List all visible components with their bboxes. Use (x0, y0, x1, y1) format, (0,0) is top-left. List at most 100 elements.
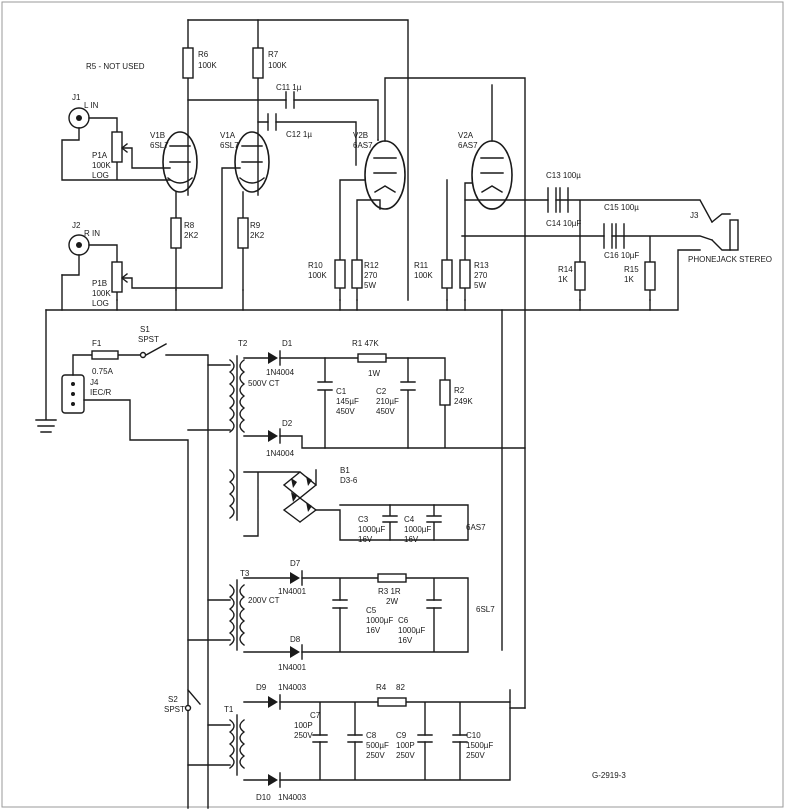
svg-text:V1A: V1A (220, 131, 236, 140)
watt-r1: 1W (368, 369, 380, 378)
label-c11: C11 1µ (276, 83, 302, 92)
tube-v2a: V2A 6AS7 (458, 131, 513, 210)
value-r9: 2K2 (250, 231, 265, 240)
watt-r3: 2W (386, 597, 398, 606)
svg-text:T2: T2 (238, 339, 248, 348)
value-c3: 1000µF (358, 525, 385, 534)
svg-text:J3: J3 (690, 211, 699, 220)
svg-text:L IN: L IN (84, 101, 99, 110)
taper-p1a: LOG (92, 171, 109, 180)
type-d10: 1N4003 (278, 793, 307, 802)
label-b1: B1 (340, 466, 350, 475)
ground-drops (61, 274, 651, 311)
resistor-r2 (439, 379, 451, 406)
type-d1: 1N4004 (266, 368, 295, 377)
label-r12: R12 (364, 261, 379, 270)
switch-s2-contact (184, 704, 192, 712)
pot-p1a (111, 131, 123, 163)
switch-s1 (145, 343, 209, 809)
input-jack-j2: J2 R IN (68, 221, 100, 256)
value-c4: 1000µF (404, 525, 431, 534)
volt-c3: 16V (358, 535, 373, 544)
volt-c6: 16V (398, 636, 413, 645)
resistor-r6 (182, 47, 194, 79)
volt-c9: 250V (396, 751, 415, 760)
value-c5: 1000µF (366, 616, 393, 625)
svg-text:IEC/R: IEC/R (90, 388, 112, 397)
volt-c8: 250V (366, 751, 385, 760)
label-c2: C2 (376, 387, 387, 396)
label-d2: D2 (282, 419, 293, 428)
label-d1: D1 (282, 339, 293, 348)
type-d2: 1N4004 (266, 449, 295, 458)
value-c2: 210µF (376, 397, 399, 406)
watt-r13: 5W (474, 281, 486, 290)
drawing-id: G-2919-3 (592, 771, 626, 780)
volt-c4: 16V (404, 535, 419, 544)
svg-text:T3: T3 (240, 569, 250, 578)
svg-text:6AS7: 6AS7 (458, 141, 478, 150)
label-p1a: P1A (92, 151, 108, 160)
cap-c12 (267, 113, 277, 131)
type-d8: 1N4001 (278, 663, 307, 672)
label-s1: S1 (140, 325, 150, 334)
volt-c5: 16V (366, 626, 381, 635)
svg-text:T1: T1 (224, 705, 234, 714)
svg-text:PHONEJACK STEREO: PHONEJACK STEREO (688, 255, 772, 264)
wire-right-input (61, 244, 118, 301)
tube-v1a: V1A 6SL7 (220, 131, 270, 193)
resistor-r10 (334, 259, 346, 289)
caps-c15-c16 (603, 223, 625, 249)
resistor-r11 (441, 259, 453, 289)
label-r2: R2 (454, 386, 465, 395)
watt-r12: 5W (364, 281, 376, 290)
supply-returns (501, 309, 526, 709)
value-r12: 270 (364, 271, 378, 280)
label-c4: C4 (404, 515, 415, 524)
label-c12: C12 1µ (286, 130, 312, 139)
label-d10: D10 (256, 793, 271, 802)
pot-p1b (111, 261, 123, 293)
label-r14: R14 (558, 265, 573, 274)
caps-c1-c2 (317, 357, 416, 449)
value-c10: 1500µF (466, 741, 493, 750)
label-c5: C5 (366, 606, 377, 615)
resistor-r15 (644, 261, 656, 291)
value-c7: 100P (294, 721, 313, 730)
value-p1a: 100K (92, 161, 111, 170)
label-s2: S2 (168, 695, 178, 704)
resistor-r3 (377, 573, 407, 583)
phone-jack: J3 PHONEJACK STEREO (688, 211, 772, 264)
label-r6: R6 (198, 50, 209, 59)
wire-cathodes (175, 191, 244, 291)
resistor-r13 (459, 259, 471, 289)
tube-v2b: V2B 6AS7 (353, 131, 406, 210)
label-c7: C7 (310, 711, 321, 720)
svg-text:6SL7: 6SL7 (150, 141, 169, 150)
value-r2: 249K (454, 397, 473, 406)
resistor-r9 (237, 217, 249, 249)
label-r10: R10 (308, 261, 323, 270)
wire-plates (384, 77, 526, 709)
diodes-d9-d10 (268, 696, 278, 786)
type-b1: D3-6 (340, 476, 358, 485)
value-r11: 100K (414, 271, 433, 280)
label-p1b: P1B (92, 279, 107, 288)
value-c8: 500µF (366, 741, 389, 750)
label-c14: C14 10µF (546, 219, 581, 228)
transformer-t1: T1 (187, 705, 246, 776)
resistor-r1 (357, 353, 387, 363)
label-r13: R13 (474, 261, 489, 270)
label-r15: R15 (624, 265, 639, 274)
type-s2: SPST (164, 705, 185, 714)
value-c6: 1000µF (398, 626, 425, 635)
resistor-r12 (351, 259, 363, 289)
type-d9: 1N4003 (278, 683, 307, 692)
tube-v1b: V1B 6SL7 (150, 131, 198, 193)
value-r6: 100K (198, 61, 217, 70)
top-rail (187, 19, 409, 301)
ground-bus (45, 249, 701, 311)
bridge-b1 (243, 469, 469, 541)
label-d9: D9 (256, 683, 267, 692)
